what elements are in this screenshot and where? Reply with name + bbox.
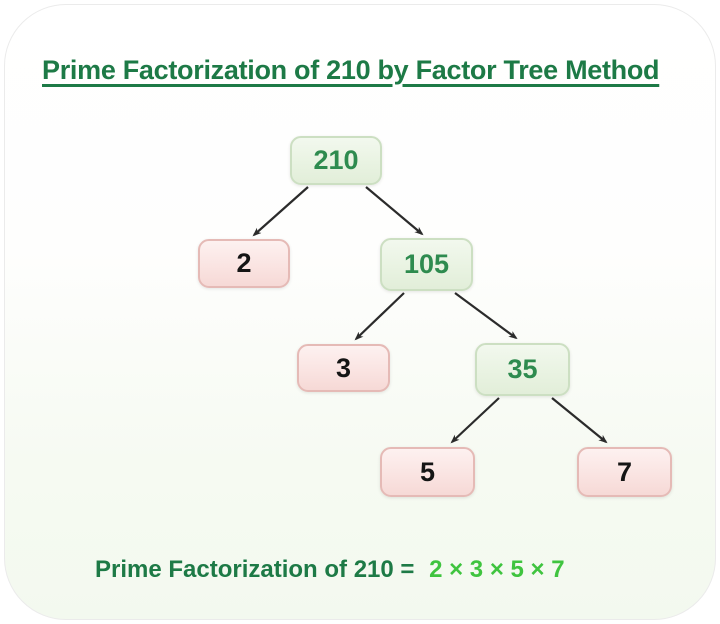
arrow-105-to-35 bbox=[454, 292, 518, 340]
result-line: Prime Factorization of 210 = 2 × 3 × 5 ×… bbox=[95, 556, 565, 584]
arrow-35-to-7 bbox=[551, 397, 608, 444]
factor-tree-card: Prime Factorization of 210 by Factor Tre… bbox=[4, 4, 716, 620]
node-value: 7 bbox=[616, 456, 633, 487]
arrow-35-to-5 bbox=[450, 397, 500, 444]
tree-node-105: 105 bbox=[380, 238, 473, 291]
node-value: 35 bbox=[507, 354, 538, 384]
node-value: 3 bbox=[335, 352, 352, 383]
tree-node-3: 3 bbox=[297, 344, 390, 392]
node-value: 5 bbox=[419, 456, 436, 487]
tree-node-2: 2 bbox=[198, 239, 290, 288]
result-value: 2 × 3 × 5 × 7 bbox=[429, 556, 565, 583]
page-title: Prime Factorization of 210 by Factor Tre… bbox=[42, 55, 660, 85]
tree-arrows bbox=[252, 186, 608, 444]
tree-node-5: 5 bbox=[380, 447, 475, 497]
result-label: Prime Factorization of 210 = bbox=[95, 556, 415, 583]
node-value: 105 bbox=[403, 249, 450, 279]
tree-node-210: 210 bbox=[290, 136, 382, 185]
arrow-210-to-105 bbox=[365, 186, 424, 236]
tree-node-35: 35 bbox=[475, 343, 570, 396]
arrow-210-to-2 bbox=[252, 186, 309, 237]
arrow-105-to-3 bbox=[354, 292, 405, 341]
tree-node-7: 7 bbox=[577, 447, 672, 497]
node-value: 210 bbox=[313, 145, 359, 175]
node-value: 2 bbox=[236, 248, 252, 278]
